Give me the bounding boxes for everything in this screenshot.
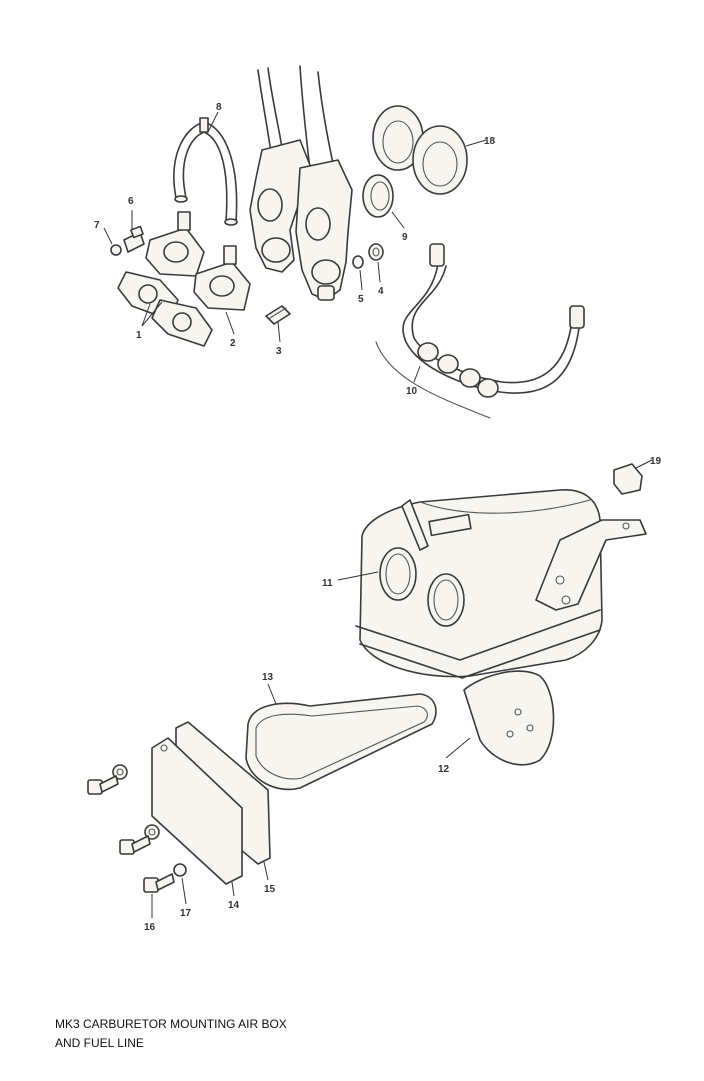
callout-6: 6 xyxy=(128,196,134,207)
manifold-gaskets xyxy=(117,271,213,347)
washer-and-bolt-upper xyxy=(110,225,145,256)
fuel-line xyxy=(375,243,585,419)
air-filter-sleeves xyxy=(372,105,468,195)
small-washer-and-nut xyxy=(352,243,384,269)
callout-3: 3 xyxy=(276,346,282,357)
callout-7: 7 xyxy=(94,220,100,231)
air-box xyxy=(355,489,647,679)
carburetor-ring xyxy=(362,174,394,218)
callout-19: 19 xyxy=(650,456,662,467)
callout-17: 17 xyxy=(180,908,192,919)
callout-15: 15 xyxy=(264,884,276,895)
callout-13: 13 xyxy=(262,672,274,683)
cover-plate xyxy=(151,737,243,885)
callout-2: 2 xyxy=(230,338,236,349)
leader-lines xyxy=(103,111,653,918)
callout-16: 16 xyxy=(144,922,156,933)
callout-labels: 1 2 3 4 5 6 7 8 9 10 11 12 13 14 15 16 1… xyxy=(94,102,662,933)
callout-14: 14 xyxy=(228,900,240,911)
intake-manifolds xyxy=(145,211,251,311)
caption-line-2: AND FUEL LINE xyxy=(55,1036,144,1050)
callout-8: 8 xyxy=(216,102,222,113)
breather-hose xyxy=(173,117,238,226)
rubber-clip xyxy=(613,463,643,495)
callout-10: 10 xyxy=(406,386,418,397)
caption-line-1: MK3 CARBURETOR MOUNTING AIR BOX xyxy=(55,1017,287,1031)
backing-plate xyxy=(463,670,555,766)
callout-12: 12 xyxy=(438,764,450,775)
stud xyxy=(265,305,291,325)
diagram-caption: MK3 CARBURETOR MOUNTING AIR BOX AND FUEL… xyxy=(55,1015,287,1053)
exploded-parts-diagram: 1 2 3 4 5 6 7 8 9 10 11 12 13 14 15 16 1… xyxy=(87,65,662,933)
callout-9: 9 xyxy=(402,232,408,243)
callout-4: 4 xyxy=(378,286,384,297)
callout-5: 5 xyxy=(358,294,364,305)
callout-11: 11 xyxy=(322,578,333,589)
filter-element xyxy=(245,693,437,791)
callout-18: 18 xyxy=(484,136,496,147)
twin-carburetors xyxy=(249,139,353,301)
cover-bolts-and-washers xyxy=(87,764,187,893)
callout-1: 1 xyxy=(136,330,142,341)
